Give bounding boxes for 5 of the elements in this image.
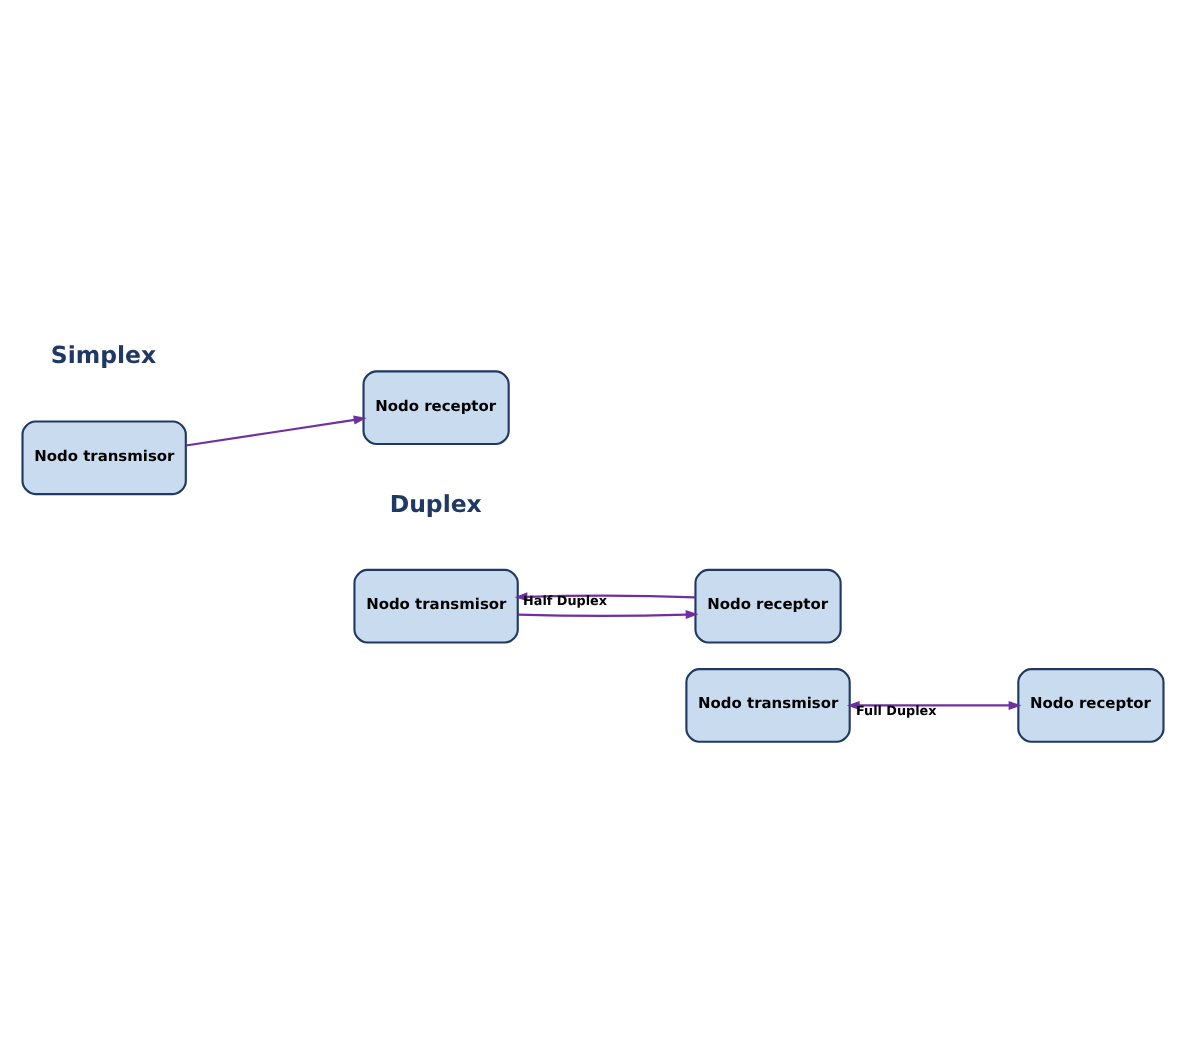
arrow bbox=[846, 699, 1022, 709]
arrow bbox=[517, 609, 699, 619]
arrow bbox=[185, 414, 367, 446]
label: Duplex bbox=[389, 488, 482, 517]
label: Simplex bbox=[50, 340, 157, 369]
